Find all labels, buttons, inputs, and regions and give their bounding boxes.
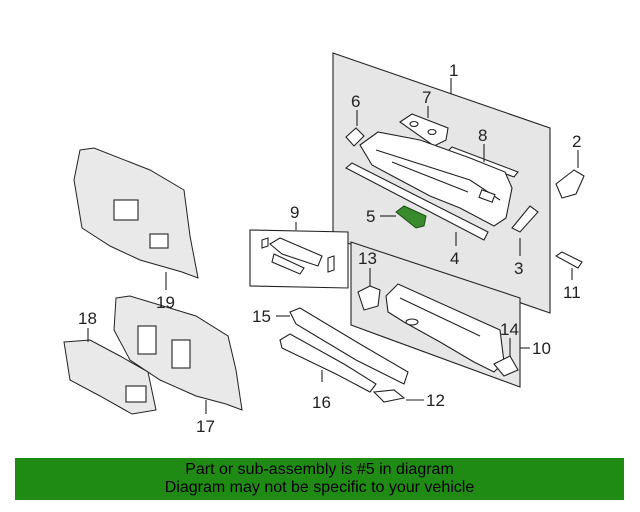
cowl-top-panel[interactable] [359, 131, 513, 227]
callout-3: 3 [514, 259, 523, 278]
part-5-highlighted-bracket[interactable] [395, 205, 427, 229]
callout-11: 11 [563, 283, 581, 302]
callout-1: 1 [449, 61, 458, 80]
part-12-bracket[interactable] [372, 389, 406, 403]
part-4-strip[interactable] [345, 162, 489, 241]
callout-14: 14 [500, 320, 519, 339]
leader-lines [87, 78, 579, 414]
part-3-bracket[interactable] [511, 205, 539, 233]
part-11-pad[interactable] [554, 251, 583, 269]
banner-line-2: Diagram may not be specific to your vehi… [164, 479, 475, 496]
callout-9: 9 [290, 203, 299, 222]
part-18-panel[interactable] [63, 339, 157, 415]
part-10-panel[interactable] [385, 283, 505, 373]
part-7-bracket[interactable] [399, 113, 449, 147]
part-9-assembly[interactable] [249, 229, 349, 289]
part-14-bracket[interactable] [493, 355, 519, 377]
callout-5: 5 [366, 207, 375, 226]
part-2-bracket[interactable] [555, 169, 585, 199]
part-13-bracket[interactable] [357, 285, 381, 311]
info-banner: Part or sub-assembly is #5 in diagram Di… [15, 458, 624, 500]
callout-13: 13 [358, 249, 377, 268]
callout-6: 6 [351, 92, 360, 111]
part-6-clip[interactable] [345, 127, 365, 147]
part-19-insulator[interactable] [73, 147, 199, 279]
part-15-member[interactable] [289, 307, 409, 385]
callout-15: 15 [252, 307, 271, 326]
callout-12: 12 [426, 391, 445, 410]
part-16-member[interactable] [279, 333, 377, 393]
callout-4: 4 [450, 249, 459, 268]
callout-2: 2 [572, 132, 581, 151]
banner-line-1: Part or sub-assembly is #5 in diagram [185, 461, 454, 478]
callout-18: 18 [78, 309, 97, 328]
callout-10: 10 [532, 339, 551, 358]
callout-17: 17 [196, 417, 215, 436]
callout-16: 16 [312, 393, 331, 412]
callout-19: 19 [156, 293, 175, 312]
callout-8: 8 [478, 126, 487, 145]
callout-7: 7 [422, 88, 431, 107]
part-17-dash-panel[interactable] [113, 295, 243, 411]
